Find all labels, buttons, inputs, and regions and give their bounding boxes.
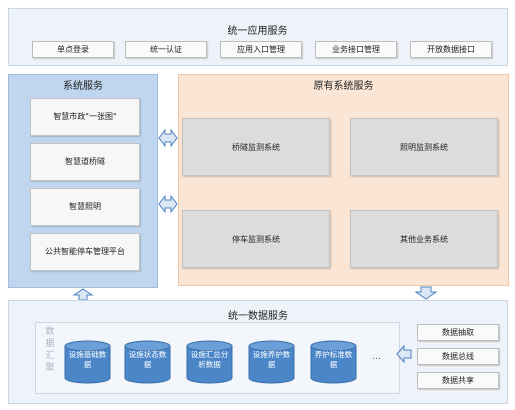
database-icon bbox=[124, 340, 171, 384]
legacy-bridge-monitor: 桥隧监测系统 bbox=[182, 118, 330, 176]
sys-item-bridge-tunnel: 智慧道桥隧 bbox=[30, 143, 140, 181]
double-arrow-icon bbox=[158, 194, 178, 214]
data-share-item: 数据共享 bbox=[417, 372, 499, 389]
sys-item-parking-platform: 公共智能停车管理平台 bbox=[30, 233, 140, 271]
up-arrow-icon bbox=[72, 288, 94, 301]
db-label: 设施状态数据 bbox=[128, 350, 167, 369]
database-icon bbox=[186, 340, 233, 384]
db-cylinder-status: 设施状态数据 bbox=[124, 340, 171, 384]
db-cylinder-maintenance: 设施养护数据 bbox=[248, 340, 295, 384]
database-icon bbox=[248, 340, 295, 384]
db-label: 设施汇总分析数据 bbox=[190, 350, 229, 369]
legacy-lighting-monitor: 照明监测系统 bbox=[350, 118, 498, 176]
sys-item-map: 智慧市政"一张图" bbox=[30, 98, 140, 136]
data-bus-item: 数据总线 bbox=[417, 348, 499, 365]
legacy-services-title: 原有系统服务 bbox=[313, 81, 374, 92]
database-icon bbox=[310, 340, 357, 384]
data-aggregation-label: 数据汇聚 bbox=[45, 327, 55, 373]
down-arrow-icon bbox=[414, 286, 438, 300]
legacy-other-systems: 其他业务系统 bbox=[350, 210, 498, 268]
db-cylinder-standards: 养护标准数据 bbox=[310, 340, 357, 384]
biz-interface-mgmt-item: 业务接口管理 bbox=[315, 41, 397, 58]
db-label: 设施基础数据 bbox=[68, 350, 107, 369]
unified-data-title: 统一数据服务 bbox=[228, 311, 288, 322]
data-extract-item: 数据抽取 bbox=[417, 324, 499, 341]
system-services-title: 系统服务 bbox=[63, 81, 103, 92]
double-arrow-icon bbox=[158, 128, 178, 148]
db-label: 养护标准数据 bbox=[314, 350, 353, 369]
db-cylinder-summary: 设施汇总分析数据 bbox=[186, 340, 233, 384]
more-ellipsis: … bbox=[372, 352, 381, 362]
sys-item-lighting: 智慧照明 bbox=[30, 188, 140, 226]
db-label: 设施养护数据 bbox=[252, 350, 291, 369]
legacy-parking-monitor: 停车监测系统 bbox=[182, 210, 330, 268]
unified-app-title: 统一应用服务 bbox=[227, 26, 288, 37]
open-data-interface-item: 开放数据接口 bbox=[410, 41, 492, 58]
db-cylinder-basic: 设施基础数据 bbox=[64, 340, 111, 384]
app-entry-mgmt-item: 应用入口管理 bbox=[220, 41, 302, 58]
sso-item: 单点登录 bbox=[32, 41, 114, 58]
database-icon bbox=[64, 340, 111, 384]
left-arrow-icon bbox=[396, 344, 412, 364]
unified-auth-item: 统一认证 bbox=[125, 41, 207, 58]
